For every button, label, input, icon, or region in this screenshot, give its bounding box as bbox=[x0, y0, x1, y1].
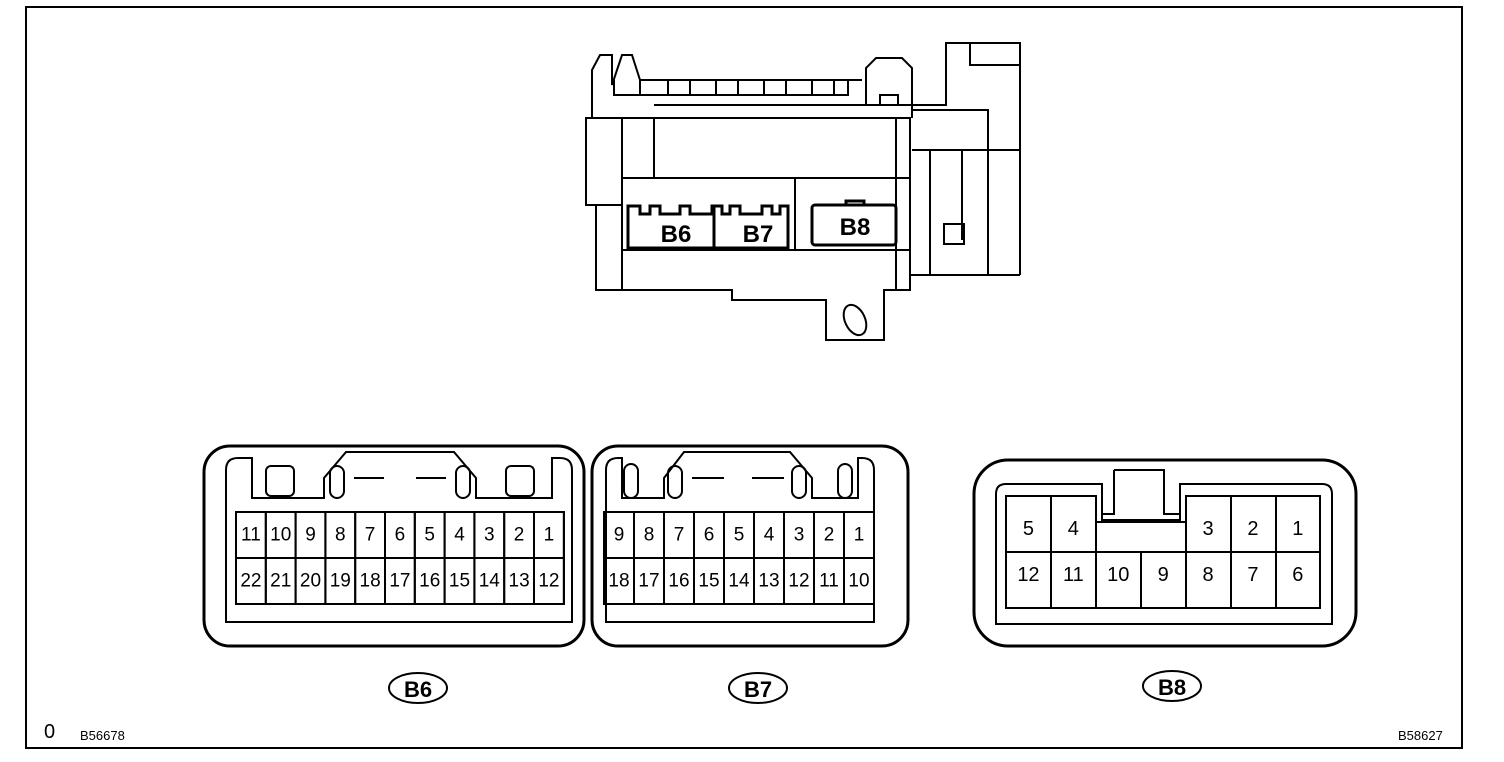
pin-number: 4 bbox=[454, 525, 465, 546]
pin-number: 11 bbox=[1063, 564, 1084, 586]
pin-number: 7 bbox=[1247, 564, 1258, 586]
pin-number: 14 bbox=[479, 571, 501, 592]
pin-number: 11 bbox=[819, 571, 839, 592]
pin-number: 16 bbox=[419, 571, 440, 592]
connector-label-b7: B7 bbox=[744, 677, 772, 702]
connector-b8-pins: 5 4 3 2 1 12 11 10 9 8 7 6 bbox=[1017, 496, 1303, 608]
pin-cell bbox=[533, 557, 565, 605]
pin-number: 2 bbox=[514, 525, 525, 546]
pin-number: 3 bbox=[484, 525, 495, 546]
pin-number: 12 bbox=[1017, 564, 1039, 586]
pin-number: 10 bbox=[270, 525, 291, 546]
pin-number: 19 bbox=[330, 571, 351, 592]
pin-number: 5 bbox=[424, 525, 435, 546]
figure-code-right: B58627 bbox=[1398, 728, 1443, 743]
pin-number: 13 bbox=[758, 571, 779, 592]
pin-number: 6 bbox=[395, 525, 406, 546]
pin-number: 18 bbox=[360, 571, 381, 592]
pin-number: 15 bbox=[698, 571, 719, 592]
pin-number: 1 bbox=[854, 525, 865, 546]
pin-number: 16 bbox=[668, 571, 689, 592]
pin-number: 8 bbox=[335, 525, 346, 546]
connector-b8 bbox=[972, 458, 1358, 648]
pin-number: 10 bbox=[848, 571, 869, 592]
pin-number: 8 bbox=[644, 525, 655, 546]
connector-b7 bbox=[590, 444, 910, 648]
connector-label-b6: B6 bbox=[404, 677, 432, 702]
socket-label-b8: B8 bbox=[840, 214, 871, 241]
pin-number: 1 bbox=[1292, 518, 1303, 540]
connector-label-oval-b6 bbox=[388, 672, 448, 704]
connector-label-oval-b7 bbox=[728, 672, 788, 704]
pin-cell bbox=[843, 557, 875, 605]
connector-b6 bbox=[202, 444, 586, 648]
pin-number: 5 bbox=[1023, 518, 1034, 540]
pin-number: 1 bbox=[544, 525, 555, 546]
pin-number: 14 bbox=[728, 571, 750, 592]
figure-frame bbox=[25, 6, 1463, 749]
pin-number: 18 bbox=[608, 571, 629, 592]
pin-number: 3 bbox=[1202, 518, 1213, 540]
pin-number: 6 bbox=[1292, 564, 1303, 586]
pin-number: 17 bbox=[638, 571, 659, 592]
pin-number: 9 bbox=[614, 525, 625, 546]
pin-number: 4 bbox=[764, 525, 775, 546]
figure-code-left: B56678 bbox=[80, 728, 125, 743]
pin-number: 11 bbox=[241, 525, 261, 546]
pin-number: 12 bbox=[788, 571, 809, 592]
pin-number: 22 bbox=[240, 571, 261, 592]
pin-number: 9 bbox=[305, 525, 316, 546]
pin-number: 10 bbox=[1107, 564, 1129, 586]
junction-block bbox=[585, 42, 1021, 341]
pin-number: 5 bbox=[734, 525, 745, 546]
connector-label-oval-b8 bbox=[1142, 670, 1202, 702]
socket-label-b7: B7 bbox=[743, 221, 774, 248]
pin-number: 9 bbox=[1158, 564, 1169, 586]
pin-number: 13 bbox=[509, 571, 530, 592]
socket-b6-b7 bbox=[626, 204, 790, 250]
pin-number: 21 bbox=[270, 571, 291, 592]
pin-number: 7 bbox=[674, 525, 685, 546]
pin-number: 12 bbox=[538, 571, 559, 592]
pin-number: 4 bbox=[1068, 518, 1079, 540]
socket-label-b6: B6 bbox=[661, 221, 692, 248]
pin-number: 2 bbox=[824, 525, 835, 546]
pin-number: 8 bbox=[1202, 564, 1213, 586]
left-code: 0 bbox=[44, 721, 55, 743]
connector-label-b8: B8 bbox=[1158, 675, 1186, 700]
pin-number: 20 bbox=[300, 571, 321, 592]
pin-number: 6 bbox=[704, 525, 715, 546]
pin-number: 2 bbox=[1247, 518, 1258, 540]
pin-number: 17 bbox=[389, 571, 410, 592]
pin-number: 3 bbox=[794, 525, 805, 546]
pin-number: 7 bbox=[365, 525, 376, 546]
socket-b8 bbox=[810, 199, 898, 247]
pin-number: 15 bbox=[449, 571, 470, 592]
